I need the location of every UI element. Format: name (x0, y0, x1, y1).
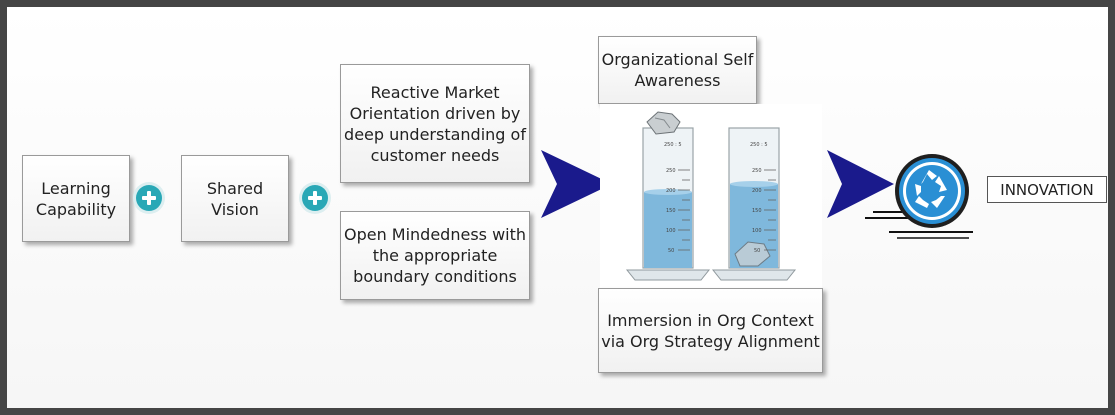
graduated-cylinders-image: 250 : 5 250 200 150 100 50 250 : 5 (600, 104, 822, 288)
innovation-label: INNOVATION (1000, 180, 1094, 199)
scale-label: 200 (752, 188, 762, 194)
cylinder-right: 250 : 5 250 200 150 100 50 (711, 127, 797, 281)
self-awareness-label: Organizational Self Awareness (601, 50, 754, 90)
scale-label: 150 (752, 208, 762, 214)
scale-label: 50 (668, 248, 674, 254)
learning-capability-label: Learning Capability (35, 178, 117, 219)
shared-vision-box: Shared Vision (181, 155, 289, 242)
cylinder-left-header: 250 : 5 (664, 142, 682, 148)
cylinder-left: 250 : 5 250 200 150 100 50 (625, 111, 711, 281)
plus-icon (136, 185, 162, 211)
open-mindedness-box: Open Mindedness with the appropriate bou… (340, 211, 530, 300)
shared-vision-label: Shared Vision (206, 178, 264, 219)
recycle-icon (865, 154, 973, 239)
open-mindedness-label: Open Mindedness with the appropriate bou… (343, 225, 527, 286)
scale-label: 100 (752, 228, 762, 234)
arrow-right-icon (827, 150, 894, 218)
scale-label: 250 (666, 168, 676, 174)
arrow-right-icon (541, 150, 612, 218)
immersion-label: Immersion in Org Context via Org Strateg… (601, 310, 820, 351)
immersion-box: Immersion in Org Context via Org Strateg… (598, 288, 823, 373)
scale-label: 150 (666, 208, 676, 214)
scale-label: 250 (752, 168, 762, 174)
plus-icon (302, 185, 328, 211)
reactive-market-label: Reactive Market Orientation driven by de… (344, 82, 526, 165)
scale-label: 50 (754, 248, 760, 254)
learning-capability-box: Learning Capability (22, 155, 130, 242)
self-awareness-box: Organizational Self Awareness (598, 36, 757, 104)
scale-label: 100 (666, 228, 676, 234)
scale-label: 200 (666, 188, 676, 194)
reactive-market-box: Reactive Market Orientation driven by de… (340, 64, 530, 183)
innovation-box: INNOVATION (987, 176, 1107, 203)
cylinder-right-header: 250 : 5 (750, 142, 768, 148)
